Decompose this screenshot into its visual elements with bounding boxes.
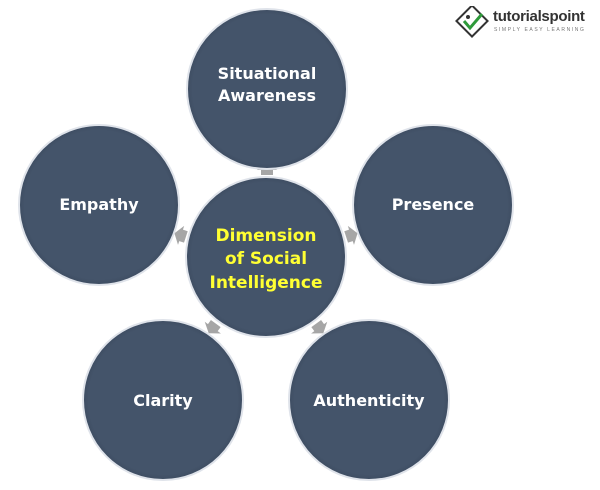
node-label: Situational <box>218 64 317 83</box>
node-label: Empathy <box>59 195 139 214</box>
logo-tagline: SIMPLY EASY LEARNING <box>494 27 586 33</box>
node-situational-awareness: Situational Awareness <box>186 8 348 170</box>
arrow-to-clarity <box>202 314 229 334</box>
node-authenticity: Authenticity <box>288 319 450 481</box>
node-label: Clarity <box>133 391 193 410</box>
node-clarity: Clarity <box>82 319 244 481</box>
arrow-to-empathy <box>174 221 191 253</box>
node-label: Awareness <box>218 86 316 105</box>
logo-icon <box>455 6 489 38</box>
node-label: Authenticity <box>313 391 425 410</box>
center-label: Dimension <box>215 226 316 246</box>
center-label: of Social <box>225 249 307 269</box>
node-label: Presence <box>392 195 475 214</box>
arrow-to-presence <box>341 221 358 253</box>
logo-brand: tutorialspoint <box>493 8 585 25</box>
node-presence: Presence <box>352 124 514 286</box>
node-empathy: Empathy <box>18 124 180 286</box>
arrow-to-authenticity <box>303 314 330 334</box>
center-node: Dimension of Social Intelligence <box>185 176 347 338</box>
center-label: Intelligence <box>210 273 323 293</box>
tutorialspoint-logo: tutorialspoint SIMPLY EASY LEARNING <box>455 6 595 40</box>
